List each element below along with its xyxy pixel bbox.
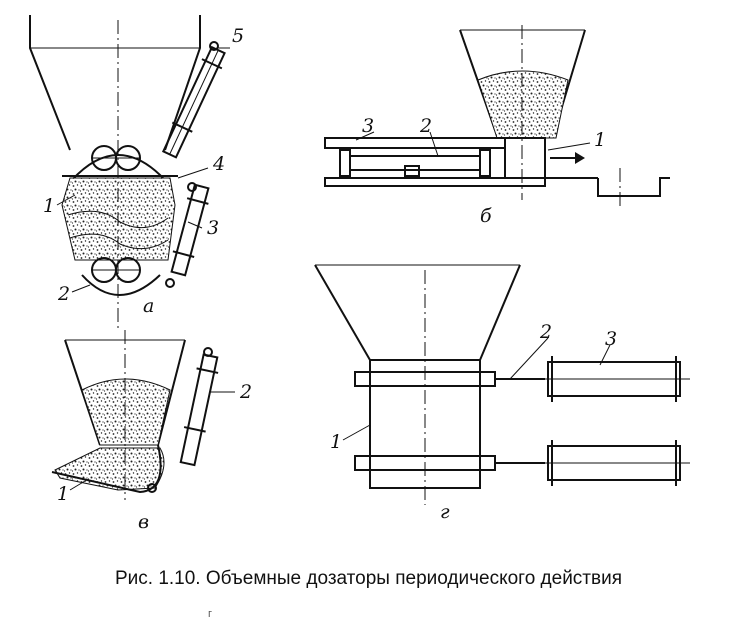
label-b-3: 3 [362, 115, 374, 137]
panel-g [314, 264, 690, 505]
label-a-3: 3 [207, 217, 219, 239]
panel-b [324, 25, 670, 206]
panel-v [51, 330, 235, 500]
label-g-1: 1 [330, 431, 342, 453]
label-v-1: 1 [57, 483, 69, 505]
corner-mark: г [208, 608, 213, 620]
label-a-4: 4 [212, 153, 225, 175]
label-b-1: 1 [594, 129, 606, 151]
label-a-1: 1 [43, 195, 55, 217]
label-g-3: 3 [605, 328, 617, 350]
panel-letter-v: в [138, 511, 149, 533]
figure-caption: Рис. 1.10. Объемные дозаторы периодическ… [114, 568, 623, 589]
panel-letter-b: б [480, 205, 492, 227]
panel-letter-g: г [440, 501, 450, 523]
label-v-2: 2 [239, 381, 252, 403]
label-a-2: 2 [57, 283, 70, 305]
figure-drawing: 5 4 1 3 2 а 3 2 1 б 2 1 в 2 3 1 г [29, 15, 690, 533]
label-a-5: 5 [232, 25, 244, 47]
label-g-2: 2 [539, 321, 552, 343]
label-b-2: 2 [419, 115, 432, 137]
panel-letter-a: а [143, 295, 154, 317]
panel-a [29, 15, 230, 330]
